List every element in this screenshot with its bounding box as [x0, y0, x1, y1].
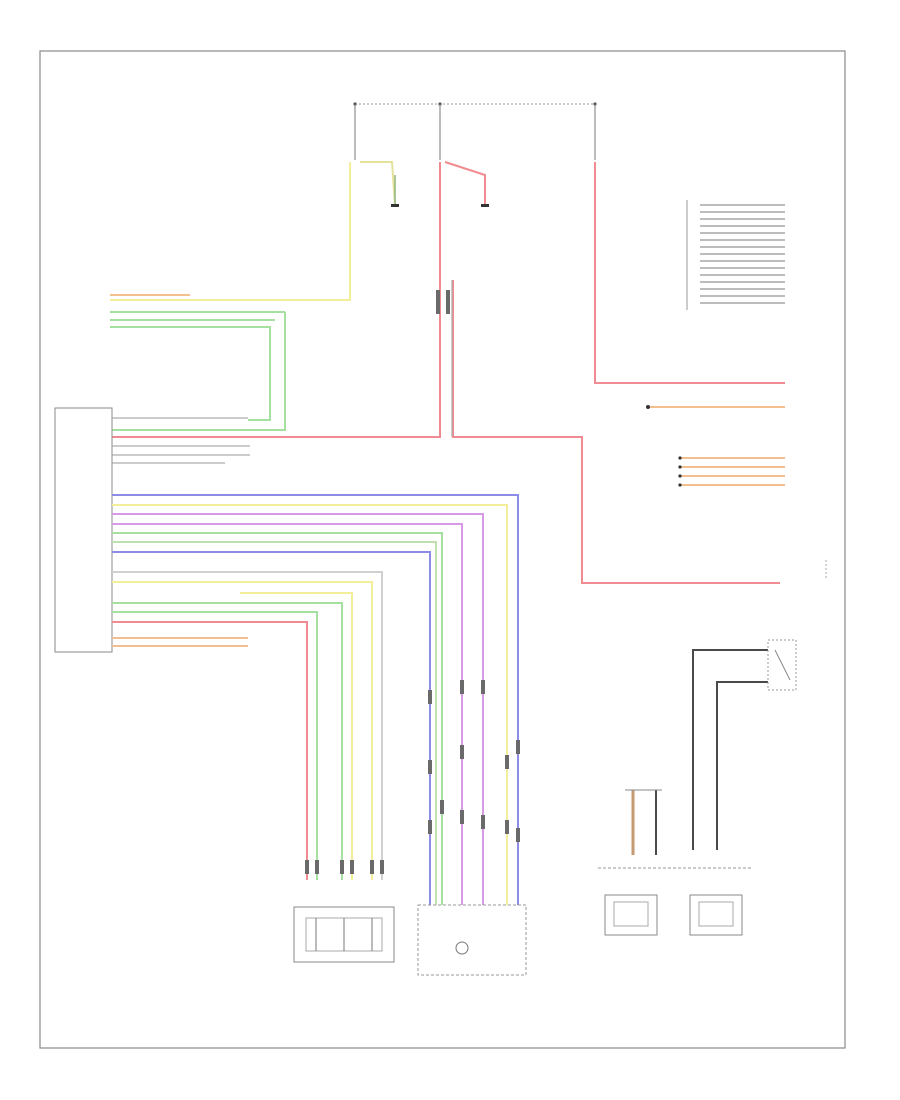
connector-icon [678, 465, 682, 469]
inline-connectors [305, 290, 520, 874]
wire-green-6 [112, 541, 437, 905]
pin-list [700, 204, 785, 304]
wire-yellow-3 [240, 592, 353, 880]
transmission-sensor-2-inner [698, 901, 734, 927]
red-branch-wire [444, 161, 486, 205]
wire-green-5 [112, 532, 443, 905]
connector-icon [646, 405, 650, 409]
wire-dark-1 [692, 649, 768, 850]
wire-yellow-2 [112, 581, 373, 880]
wire-violet-1 [112, 513, 484, 905]
engine-control-module [54, 407, 113, 653]
wire-gray-1 [112, 571, 383, 880]
yellow-feed-wire [110, 162, 351, 301]
wire-dark-2 [716, 681, 768, 850]
wire-blue-2 [112, 551, 431, 905]
transmission-sensor-2 [689, 894, 743, 936]
wire-yellow-1 [112, 504, 508, 905]
throttle-valve-control-module [417, 904, 527, 976]
ecm-pin-rows [112, 417, 250, 464]
relay-coil [774, 649, 791, 681]
diagram-frame [39, 50, 846, 1049]
wire-blue-1 [112, 494, 519, 905]
connector-icon [678, 474, 682, 478]
wire-green-7 [112, 602, 343, 880]
wire-green-8 [112, 611, 318, 880]
connector-icon [678, 483, 682, 487]
ground-icon [391, 204, 399, 207]
gray-mid-wire [452, 280, 780, 584]
transmission-sensor-1 [604, 894, 658, 936]
ground-icon [481, 204, 489, 207]
connector-icon [678, 456, 682, 460]
relay-icon [767, 639, 797, 691]
motor-icon [455, 941, 469, 955]
transmission-sensor-1-inner [613, 901, 649, 927]
wire-red-2 [112, 621, 308, 880]
wire-violet-2 [112, 523, 463, 905]
wire-green-3 [110, 326, 271, 421]
pedal-position-sensor [293, 906, 395, 963]
red-right-wire [594, 162, 785, 384]
red-main-wire [112, 162, 441, 438]
sensor-icon [315, 918, 373, 951]
wire-green-4 [112, 312, 286, 431]
yellow-branch-wire [360, 161, 396, 206]
